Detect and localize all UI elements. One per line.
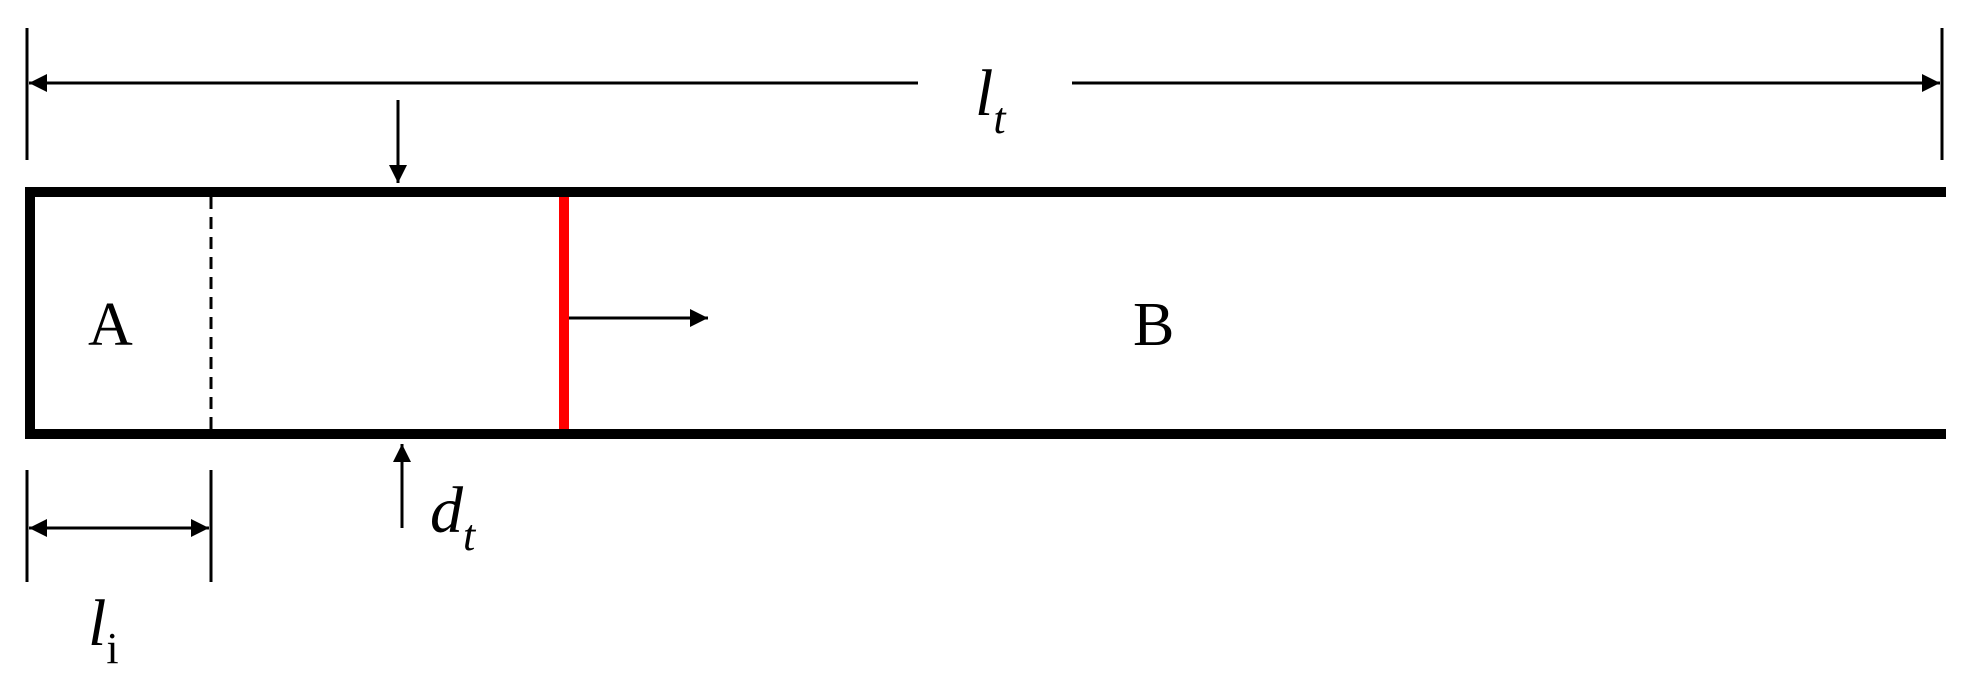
tube-diameter-label: dt xyxy=(430,474,477,560)
tube-length-dimension: lt xyxy=(25,28,1944,160)
initial-length-label: li xyxy=(88,587,119,673)
tube: A B xyxy=(25,187,1946,439)
region-a-label: A xyxy=(88,291,133,359)
initial-length-dimension: li xyxy=(25,470,213,673)
tube-length-label: lt xyxy=(975,57,1007,143)
region-b-label: B xyxy=(1133,291,1174,359)
tube-diameter-dimension: dt xyxy=(389,100,477,560)
